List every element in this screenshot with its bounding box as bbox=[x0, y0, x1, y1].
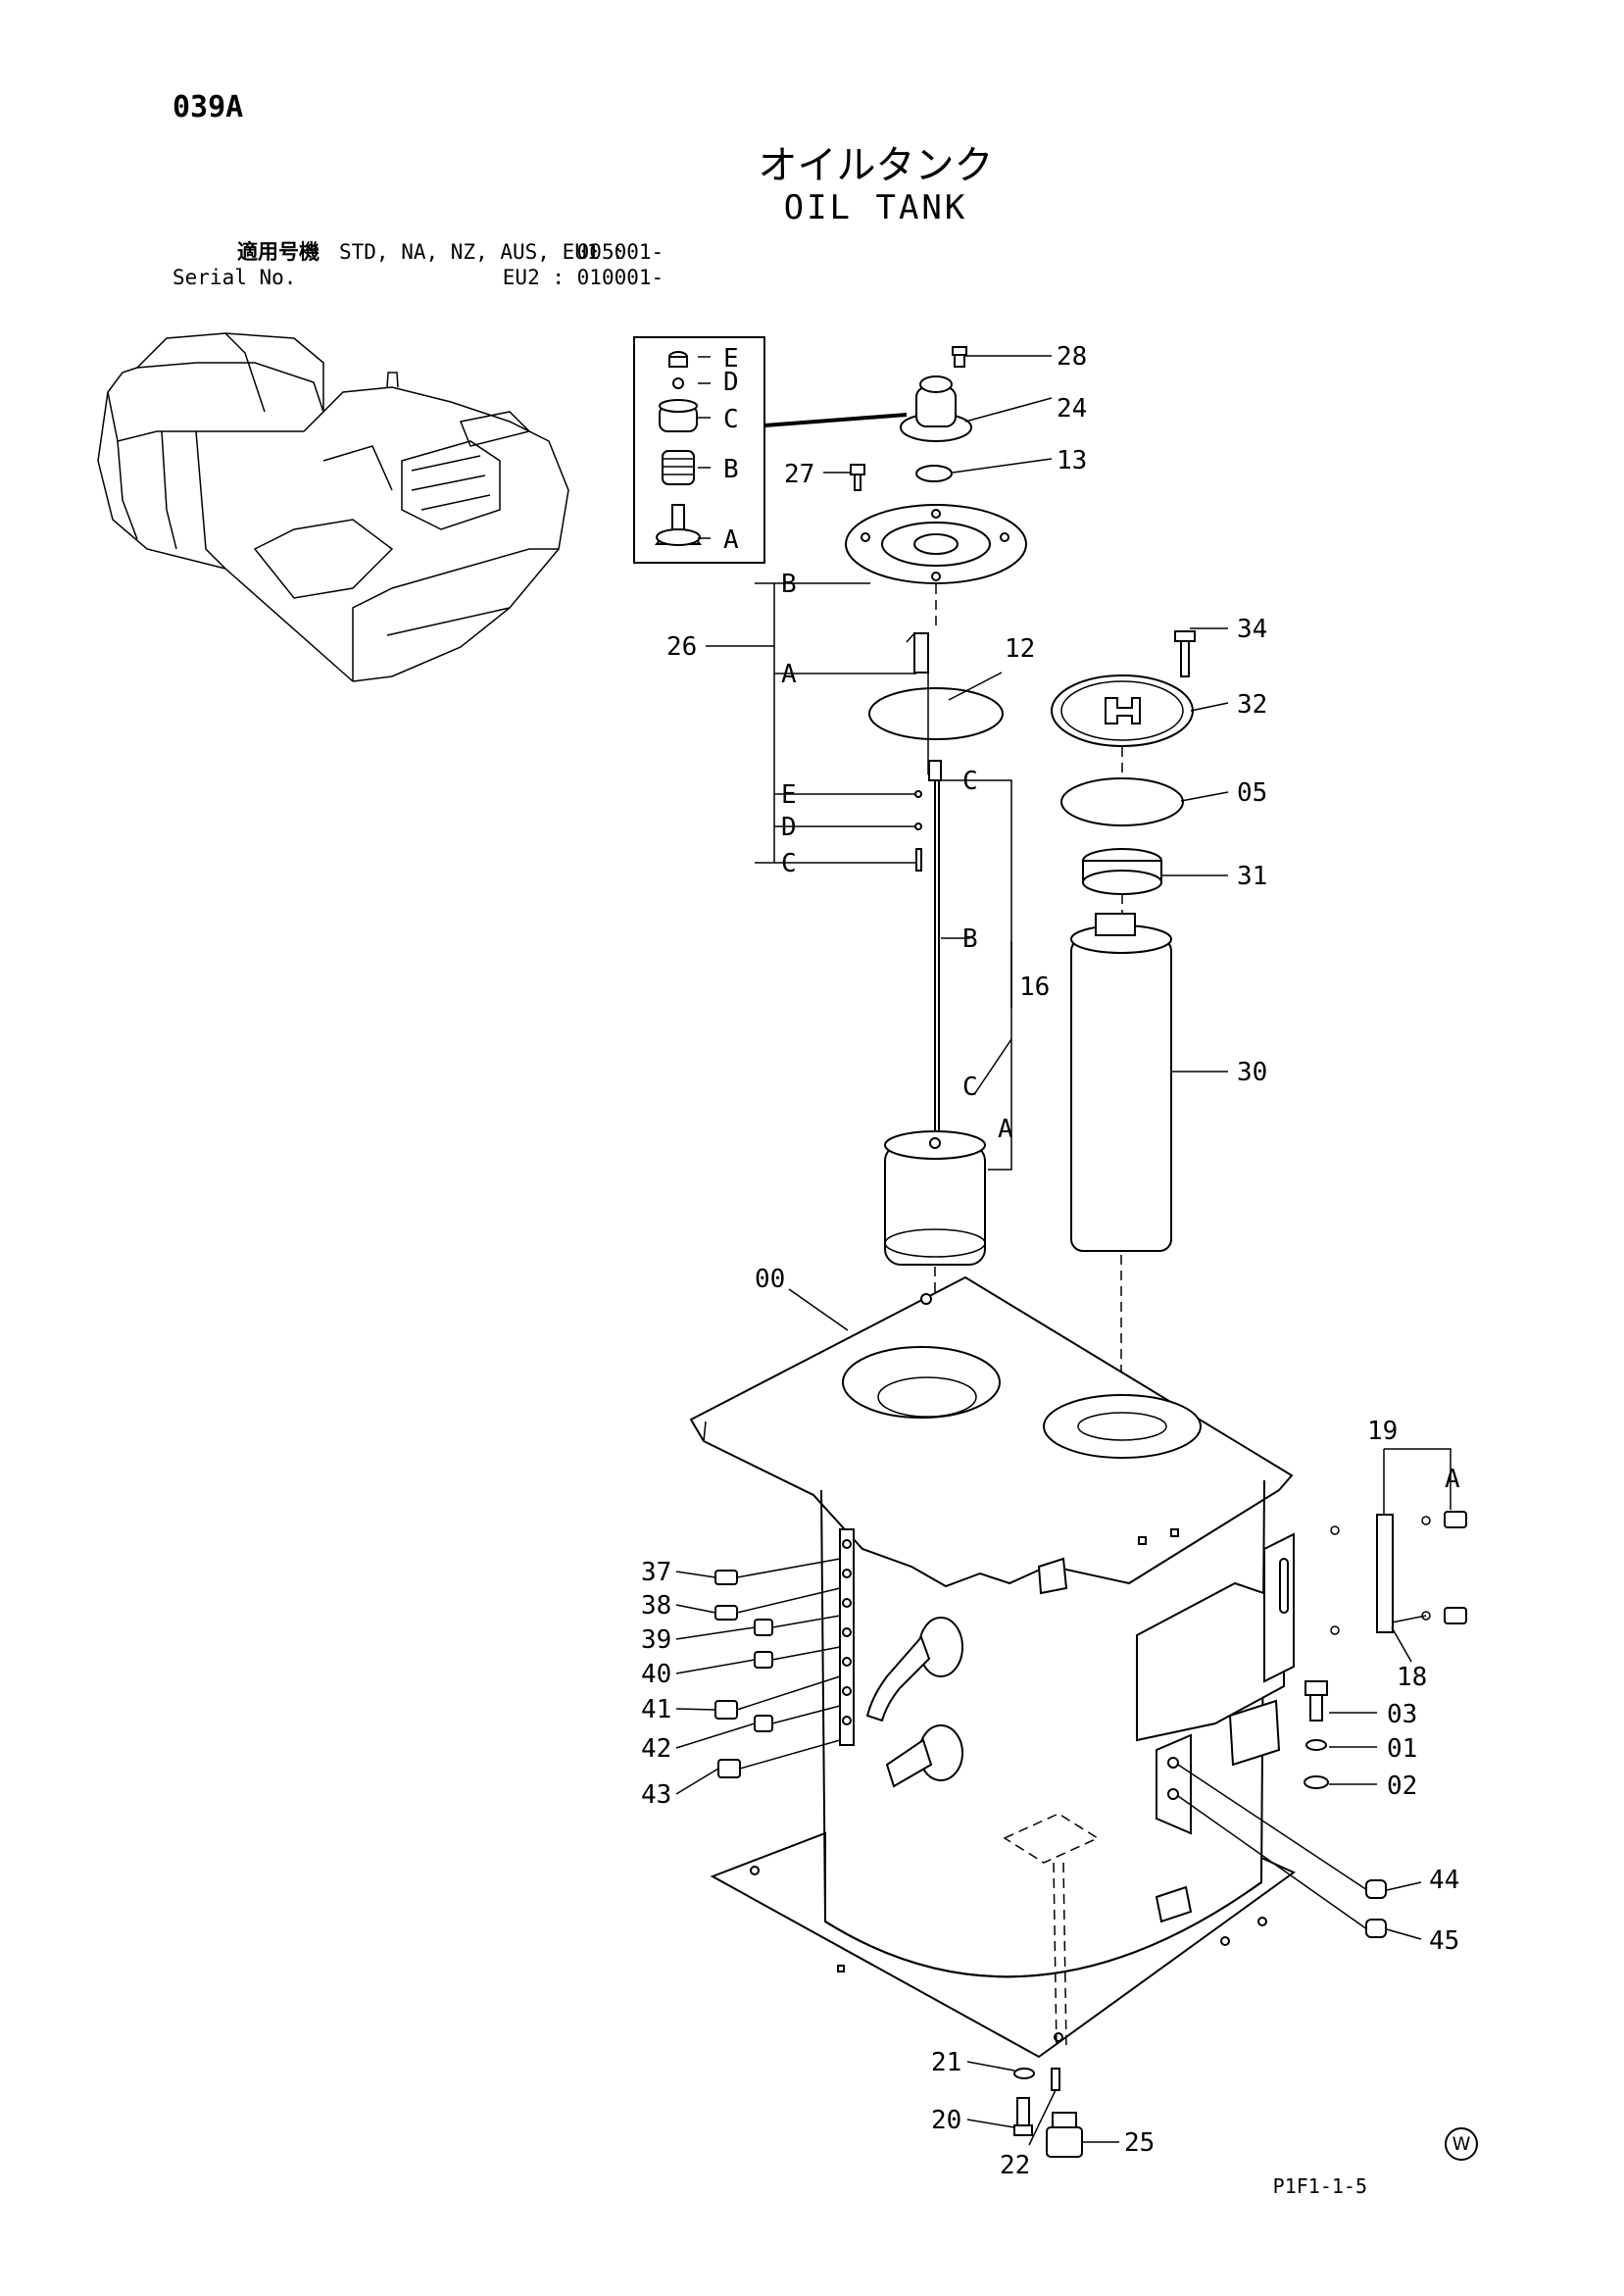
serial-range-2: 010001- bbox=[576, 266, 664, 289]
p19-label-a: A bbox=[1445, 1465, 1460, 1494]
callout-24: 24 bbox=[1057, 394, 1087, 424]
leader-lines bbox=[675, 355, 1452, 2146]
inset-label-a: A bbox=[723, 525, 739, 555]
inset-detail-box: E D C B A bbox=[633, 336, 765, 564]
bolt-washer-group bbox=[1177, 1680, 1387, 1938]
callout-31: 31 bbox=[1237, 862, 1267, 891]
callout-00: 00 bbox=[755, 1265, 785, 1294]
callout-43: 43 bbox=[641, 1780, 671, 1810]
fittings-37-43 bbox=[714, 1558, 841, 1778]
drain-group bbox=[1013, 2068, 1083, 2158]
p26-label-a: A bbox=[781, 660, 797, 689]
p16-label-c-top: C bbox=[962, 767, 978, 796]
serial-label: Serial No. bbox=[172, 266, 297, 289]
excavator-overview-sketch bbox=[97, 332, 569, 682]
sub-letter-labels: B A E D C C B C A A bbox=[781, 570, 1460, 1494]
p16-label-b: B bbox=[962, 924, 978, 954]
callout-19: 19 bbox=[1367, 1417, 1398, 1446]
serial-label-japanese: 適用号機 bbox=[237, 240, 320, 264]
inset-leader bbox=[763, 413, 908, 427]
callout-32: 32 bbox=[1237, 690, 1267, 720]
callout-34: 34 bbox=[1237, 615, 1267, 644]
inset-label-d: D bbox=[723, 368, 739, 397]
callout-05: 05 bbox=[1237, 778, 1267, 808]
callout-12: 12 bbox=[1005, 634, 1035, 664]
callout-44: 44 bbox=[1429, 1866, 1459, 1895]
callout-27: 27 bbox=[784, 460, 814, 489]
drawing-code: P1F1-1-5 bbox=[1272, 2174, 1367, 2198]
p16-label-a: A bbox=[998, 1115, 1013, 1144]
callout-40: 40 bbox=[641, 1660, 671, 1689]
callout-13: 13 bbox=[1057, 446, 1087, 475]
serial-models-2: EU2 : bbox=[502, 266, 565, 289]
callout-02: 02 bbox=[1387, 1772, 1417, 1801]
inset-label-e: E bbox=[723, 344, 739, 374]
w-mark-icon: W bbox=[1445, 2127, 1478, 2161]
callout-26: 26 bbox=[666, 632, 697, 662]
serial-applicability: 適用号機 STD, NA, NZ, AUS, EU1 : 005001- Ser… bbox=[172, 239, 664, 290]
page-title: OIL TANK bbox=[783, 188, 968, 227]
p16-label-c-bottom: C bbox=[962, 1073, 978, 1102]
level-gauge-assembly bbox=[845, 346, 1027, 1402]
callout-37: 37 bbox=[641, 1558, 671, 1587]
callout-20: 20 bbox=[931, 2106, 961, 2135]
callout-28: 28 bbox=[1057, 342, 1087, 372]
callout-03: 03 bbox=[1387, 1700, 1417, 1729]
inset-label-c: C bbox=[723, 405, 739, 434]
sight-gauge bbox=[1330, 1511, 1467, 1635]
page-title-japanese: オイルタンク bbox=[758, 143, 994, 188]
callout-labels: 28 24 13 27 26 12 34 32 05 31 30 16 00 1… bbox=[641, 342, 1459, 2180]
p26-label-e: E bbox=[781, 780, 797, 810]
callout-01: 01 bbox=[1387, 1734, 1417, 1764]
serial-range-1: 005001- bbox=[576, 240, 664, 264]
p26-label-b: B bbox=[781, 570, 797, 599]
callout-22: 22 bbox=[1000, 2151, 1030, 2180]
callout-25: 25 bbox=[1124, 2128, 1155, 2158]
callout-45: 45 bbox=[1429, 1926, 1459, 1956]
callout-21: 21 bbox=[931, 2048, 961, 2077]
callout-41: 41 bbox=[641, 1695, 671, 1724]
callout-42: 42 bbox=[641, 1734, 671, 1764]
inset-label-b: B bbox=[723, 455, 739, 484]
callout-38: 38 bbox=[641, 1591, 671, 1621]
page-id: 039A bbox=[172, 90, 244, 125]
oil-tank-body bbox=[689, 1275, 1296, 2059]
callout-16: 16 bbox=[1019, 973, 1050, 1002]
callout-18: 18 bbox=[1397, 1663, 1427, 1692]
filter-assembly bbox=[1051, 630, 1196, 1402]
p26-label-c: C bbox=[781, 849, 797, 878]
callout-39: 39 bbox=[641, 1625, 671, 1655]
p26-label-d: D bbox=[781, 813, 797, 842]
callout-30: 30 bbox=[1237, 1058, 1267, 1087]
